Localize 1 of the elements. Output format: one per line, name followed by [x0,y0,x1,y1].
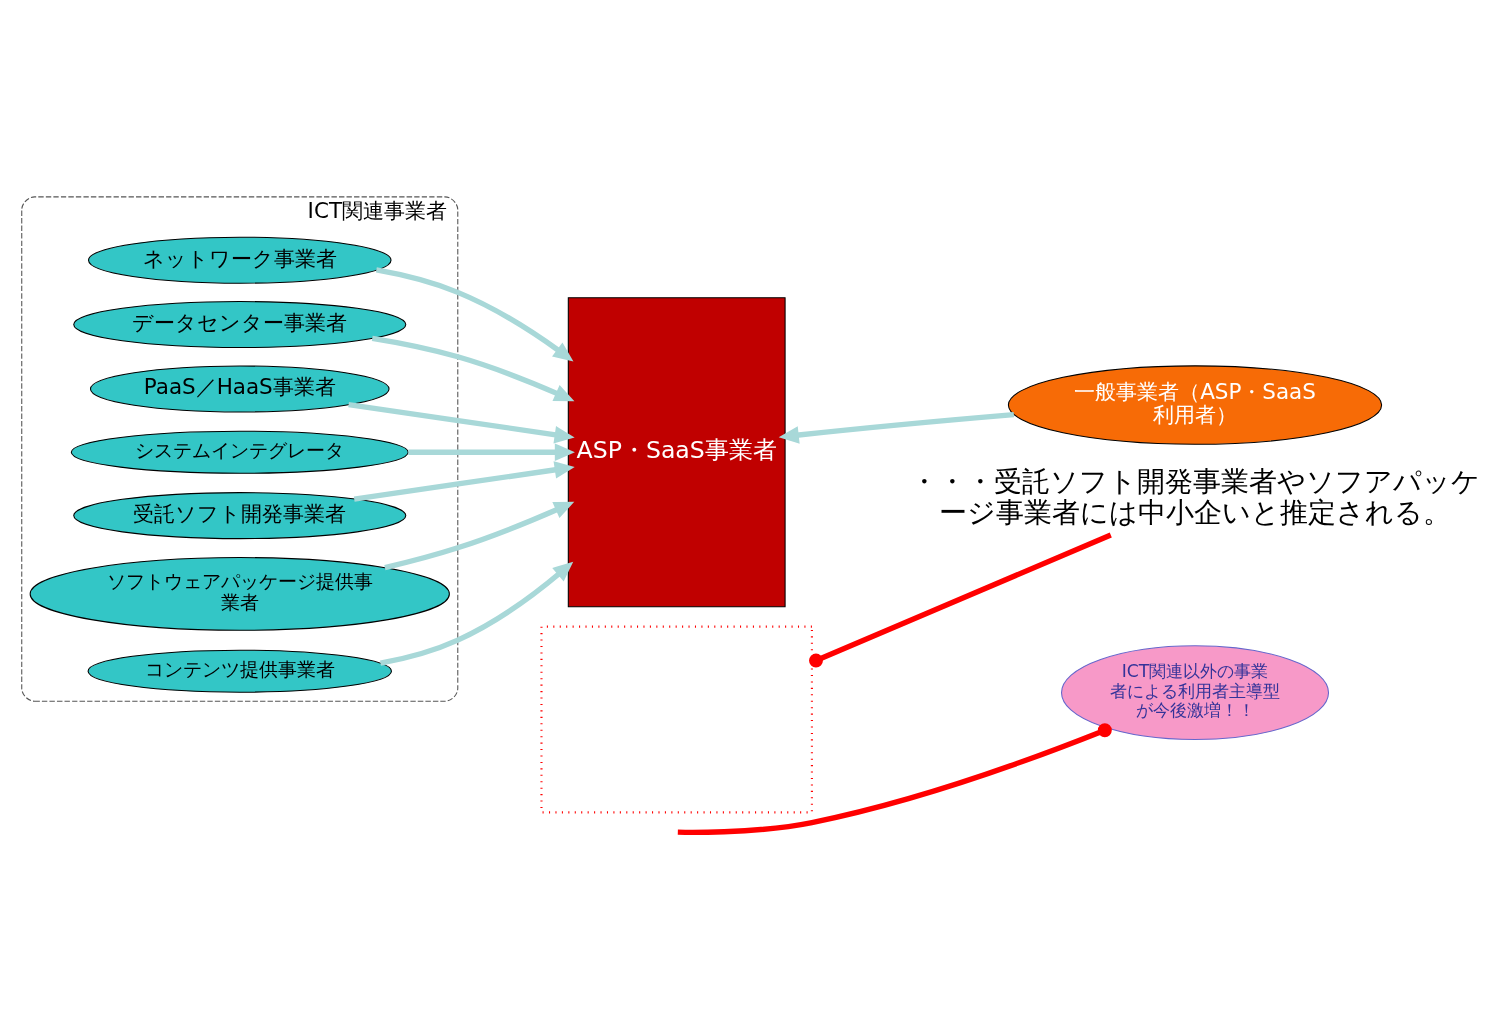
node-text: ・・・受託ソフト開発事業者やソフアパッケージ事業者には中小企いと推定される。 [910,464,1481,529]
